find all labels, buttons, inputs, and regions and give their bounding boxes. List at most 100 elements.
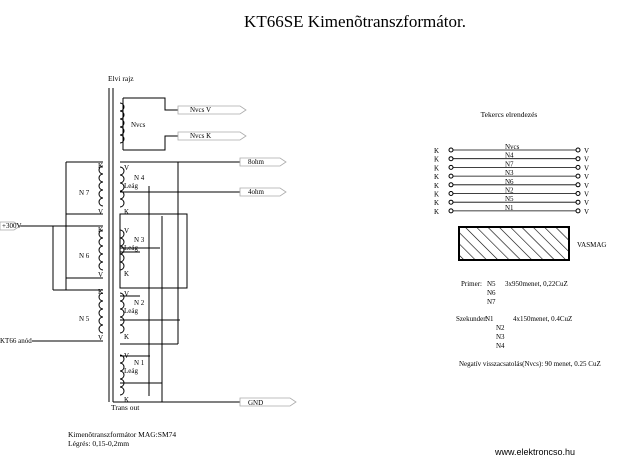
right-pin-v-3: V: [124, 290, 129, 298]
coil-nvcs: [119, 102, 125, 144]
primer-value: 3x950menet, 0,22CuZ: [505, 280, 568, 288]
winding-n3: N 3: [134, 236, 145, 244]
arrangement-left-terminal: [448, 199, 454, 205]
arrangement-winding-label: N5: [505, 195, 514, 203]
primer-n6: N6: [487, 289, 496, 297]
arrangement-left-terminal: [448, 156, 454, 162]
arrangement-heading: Tekercs elrendezés: [481, 110, 538, 119]
right-pin-k-4: K: [124, 396, 129, 404]
winding-nvcs: Nvcs: [131, 121, 146, 129]
coil-n1: [119, 354, 125, 396]
website-link[interactable]: www.elektroncso.hu: [494, 447, 575, 457]
arrangement-k-pin: K: [434, 199, 439, 207]
left-pin-k-2: K: [98, 226, 103, 234]
coil-n4: [119, 166, 125, 208]
coil-symbols: [98, 102, 125, 396]
tap-n1: Leág: [124, 367, 138, 375]
coil-n6: [98, 229, 104, 271]
arrangement-left-terminal: [448, 147, 454, 153]
winding-n4: N 4: [134, 174, 145, 182]
tap-n2: Leág: [124, 307, 138, 315]
primer-n7: N7: [487, 298, 496, 306]
arrangement-k-pin: K: [434, 173, 439, 181]
wiring: [14, 97, 240, 403]
arrangement-winding-label: N2: [505, 187, 514, 195]
arrangement-winding-label: N3: [505, 169, 514, 177]
primer-label: Primer:: [461, 280, 482, 288]
arrangement-winding-label: N7: [505, 160, 514, 168]
trans-out-label: Trans out: [111, 403, 140, 412]
output-4ohm: 4ohm: [248, 188, 265, 196]
arrangement-left-terminal: [448, 191, 454, 196]
arrangement-left-terminal: [448, 208, 454, 214]
left-pin-k-3: K: [98, 288, 103, 296]
winding-n6: N 6: [79, 252, 90, 260]
arrangement-v-pin: V: [584, 199, 589, 207]
arrangement-k-pin: K: [434, 208, 439, 216]
right-pin-v-1: V: [124, 164, 129, 172]
schematic-heading: Elvi rajz: [108, 74, 134, 83]
arrangement-left-terminal: [448, 173, 454, 179]
tap-n3: Leág: [124, 244, 138, 252]
arrangement-v-pin: V: [584, 147, 589, 155]
core-label: VASMAG: [577, 241, 606, 249]
core-block: [458, 226, 570, 261]
nvcs-k-output: Nvcs K: [190, 132, 211, 140]
arrangement-k-pin: K: [434, 147, 439, 155]
left-pin-k-1: K: [98, 162, 103, 170]
left-pin-v-2: V: [98, 271, 103, 279]
arrangement-right-terminal: [575, 164, 581, 170]
right-pin-k-2: K: [124, 270, 129, 278]
secondary-n3: N3: [496, 333, 505, 341]
coil-n2: [119, 292, 125, 334]
arrangement-v-pin: V: [584, 173, 589, 181]
arrangement-v-pin: V: [584, 156, 589, 164]
coil-n3: [119, 229, 125, 271]
arrangement-v-pin: V: [584, 208, 589, 216]
winding-n7: N 7: [79, 189, 90, 197]
feedback-spec: Negatív visszacsatolás(Nvcs): 90 menet, …: [459, 360, 601, 368]
secondary-n2: N2: [496, 324, 505, 332]
arrangement-v-pin: V: [584, 164, 589, 172]
output-8ohm: 8ohm: [248, 158, 265, 166]
primer-n5: N5: [487, 280, 496, 288]
arrow-tips: [0, 105, 297, 407]
input-b-plus: +300V: [2, 222, 22, 230]
arrangement-v-pin: V: [584, 182, 589, 190]
nvcs-v-output: Nvcs V: [190, 106, 211, 114]
secondary-label: Szekunder:: [456, 315, 488, 323]
arrangement-winding-label: Nvcs: [505, 143, 520, 151]
footer-core-info: Kimenõtranszformátor MAG:SM74: [68, 430, 176, 439]
right-pin-k-1: K: [124, 208, 129, 216]
arrangement-left-terminal: [448, 164, 454, 170]
transformer-core: [108, 88, 114, 402]
arrangement-right-terminal: [575, 182, 581, 188]
arrangement-k-pin: K: [434, 156, 439, 164]
arrangement-winding-label: N4: [505, 152, 514, 160]
left-pin-v-1: V: [98, 208, 103, 216]
page-title: KT66SE Kimenõtranszformátor.: [244, 12, 466, 31]
arrangement-right-terminal: [575, 208, 581, 214]
footer-gap-info: Légrés: 0,15-0,2mm: [68, 439, 129, 448]
coil-n5: [98, 292, 104, 334]
arrangement-v-pin: V: [584, 191, 589, 199]
tap-n4: Leág: [124, 182, 138, 190]
winding-n2: N 2: [134, 299, 145, 307]
arrangement-k-pin: K: [434, 164, 439, 172]
right-pin-v-2: V: [124, 227, 129, 235]
arrangement-k-pin: K: [434, 191, 439, 199]
right-pin-v-4: V: [124, 352, 129, 360]
input-anode: KT66 anód: [0, 337, 32, 345]
right-pin-k-3: K: [124, 333, 129, 341]
